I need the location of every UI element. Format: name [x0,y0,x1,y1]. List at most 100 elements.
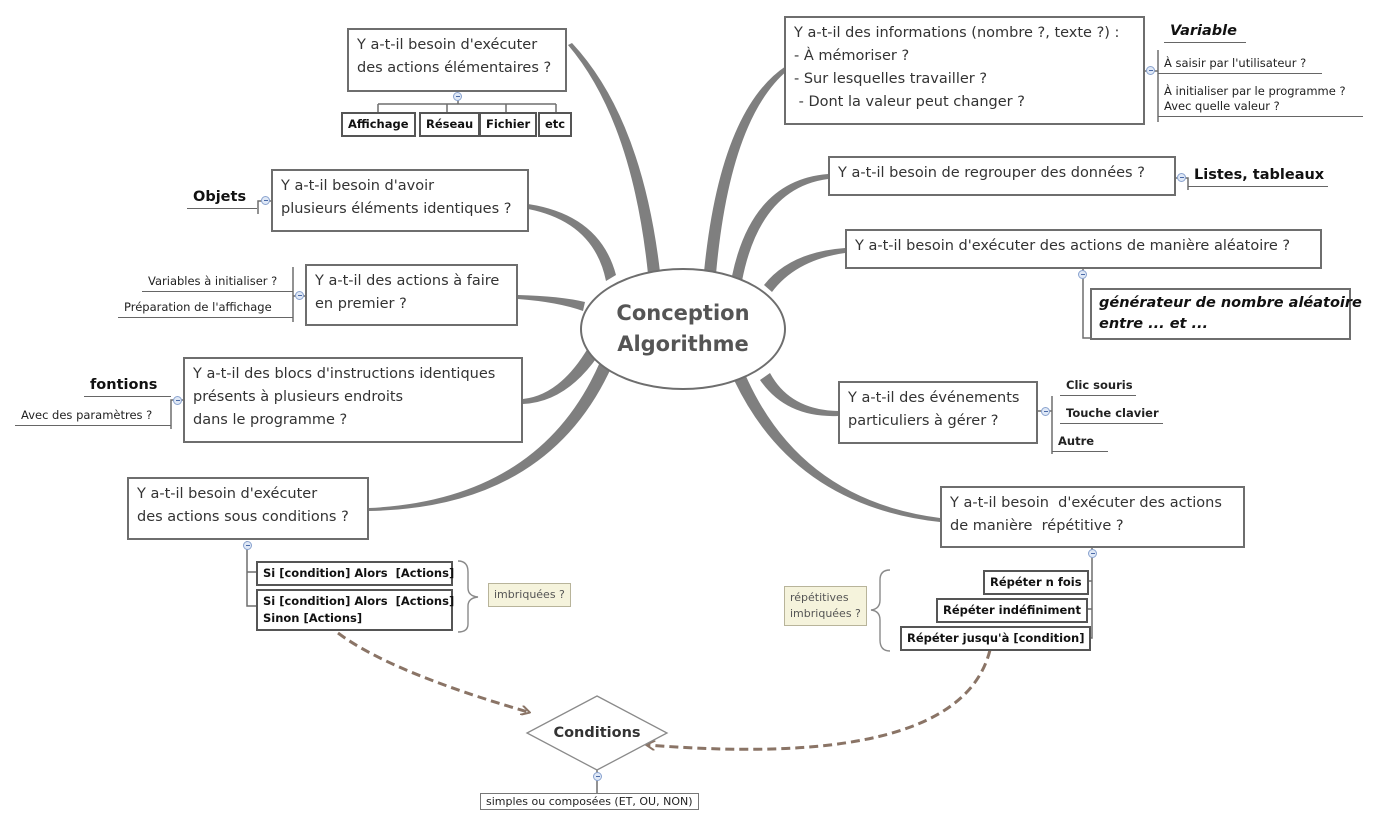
collapse-toggle[interactable] [453,92,462,101]
brace-imbriquees [457,560,479,633]
topic-line: particuliers à gérer ? [848,413,999,429]
subtopic-touche-clavier[interactable]: Touche clavier [1060,406,1163,424]
branch-executer-elementaire [568,43,660,274]
detail-parametres[interactable]: Avec des paramètres ? [15,408,171,426]
topic-line: - Sur lesquelles travailler ? [794,71,988,87]
collapse-toggle[interactable] [243,541,252,550]
conditions-diamond[interactable] [525,695,669,771]
detail-saisir[interactable]: À saisir par l'utilisateur ? [1158,56,1322,74]
detail-label: À initialiser par le programme ? [1164,84,1346,98]
topic-line: en premier ? [315,296,407,312]
conditions-detail[interactable]: simples ou composées (ET, OU, NON) [480,793,699,810]
subtopic-label: Sinon [Actions] [263,611,363,625]
subtopic-label: fontions [90,377,158,393]
collapse-toggle[interactable] [295,291,304,300]
brace-repetitives [870,569,891,652]
relationships [337,631,992,751]
note-label: imbriquées ? [494,588,565,601]
subtopic-repeter-n-fois[interactable]: Répéter n fois [983,570,1089,595]
detail-label: simples ou composées (ET, OU, NON) [486,795,693,808]
subtopic-affichage[interactable]: Affichage [341,112,416,137]
subtopic-label: Fichier [486,117,531,131]
topic-aleatoire[interactable]: Y a-t-il besoin d'exécuter des actions d… [845,229,1322,269]
topic-informations[interactable]: Y a-t-il des informations (nombre ?, tex… [784,16,1145,125]
subtopic-label: Objets [193,189,247,205]
topic-line: Y a-t-il des blocs d'instructions identi… [193,366,496,382]
detail-preparation-affichage[interactable]: Préparation de l'affichage [118,300,293,318]
subtopic-clic-souris[interactable]: Clic souris [1060,378,1136,396]
branch-blocs [523,348,598,404]
conditions-label-text: Conditions [553,725,641,741]
collapse-toggle[interactable] [173,396,182,405]
subtopic-autre[interactable]: Autre [1052,434,1108,452]
topic-line: Y a-t-il besoin d'exécuter [137,486,318,502]
topic-blocs[interactable]: Y a-t-il des blocs d'instructions identi… [183,357,523,443]
collapse-toggle[interactable] [1177,173,1186,182]
topic-line: de manière répétitive ? [950,518,1124,534]
collapse-toggle[interactable] [593,772,602,781]
subtopic-si-alors-sinon[interactable]: Si [condition] Alors [Actions] Sinon [Ac… [256,589,455,631]
topic-line: Y a-t-il des informations (nombre ?, tex… [794,25,1120,41]
subtopic-objets[interactable]: Objets [187,190,257,209]
collapse-toggle[interactable] [1146,66,1155,75]
branch-conditions [369,362,612,511]
subtopic-label: Affichage [348,117,409,131]
collapse-toggle[interactable] [261,196,270,205]
detail-label: Variables à initialiser ? [148,274,278,288]
branch-informations [704,66,788,274]
subtopic-repeter-indefiniment[interactable]: Répéter indéfiniment [936,598,1088,623]
detail-variables-initialiser[interactable]: Variables à initialiser ? [142,274,293,292]
subtopic-repeter-jusqua[interactable]: Répéter jusqu'à [condition] [900,626,1092,651]
topic-objets[interactable]: Y a-t-il besoin d'avoir plusieurs élémen… [271,169,529,232]
branch-regrouper [732,174,828,281]
topic-conditions[interactable]: Y a-t-il besoin d'exécuter des actions s… [127,477,369,540]
detail-label: Avec quelle valeur ? [1164,99,1280,113]
subtopic-label: Touche clavier [1066,406,1159,420]
topic-line: Y a-t-il besoin d'exécuter [357,37,538,53]
topic-line: - Dont la valeur peut changer ? [794,94,1025,110]
topic-line: plusieurs éléments identiques ? [281,201,512,217]
collapse-toggle[interactable] [1041,407,1050,416]
subtopic-label: Autre [1058,434,1095,448]
detail-initialiser[interactable]: À initialiser par le programme ? Avec qu… [1158,84,1363,117]
collapse-toggle[interactable] [1078,270,1087,279]
subtopic-label: Si [condition] Alors [Actions] [263,594,455,608]
subtopic-etc[interactable]: etc [538,112,573,137]
braces [457,560,891,652]
subtopic-label: Listes, tableaux [1194,167,1325,183]
branch-evenements [760,373,838,417]
central-topic[interactable]: Conception Algorithme [580,268,786,390]
subtopic-line: générateur de nombre aléatoire [1099,295,1362,311]
detail-label: À saisir par l'utilisateur ? [1164,56,1307,70]
topic-executer-elementaire[interactable]: Y a-t-il besoin d'exécuter des actions é… [347,28,567,92]
topic-line: dans le programme ? [193,412,348,428]
detail-label: Avec des paramètres ? [21,408,153,422]
subtopic-fichier[interactable]: Fichier [479,112,538,137]
relationship-repeter-to-conditions [648,649,992,751]
branch-premier [518,295,585,311]
collapse-toggle[interactable] [1088,549,1097,558]
note-repetitives-imbriquees[interactable]: répétitives imbriquées ? [784,586,867,626]
topic-evenements[interactable]: Y a-t-il des événements particuliers à g… [838,381,1038,444]
subtopic-si-alors[interactable]: Si [condition] Alors [Actions] [256,561,454,586]
branch-objets [528,204,616,281]
subtopic-variable[interactable]: Variable [1164,24,1246,43]
note-label: répétitives [790,591,849,604]
note-imbriquees[interactable]: imbriquées ? [488,583,571,607]
subtopic-generateur[interactable]: générateur de nombre aléatoire entre ...… [1090,288,1362,340]
subtopic-listes-tableaux[interactable]: Listes, tableaux [1188,168,1328,187]
topic-repetitive[interactable]: Y a-t-il besoin d'exécuter des actions d… [940,486,1245,548]
subtopic-line: entre ... et ... [1099,316,1209,332]
conditions-node-label: Conditions [527,696,667,770]
subtopic-reseau[interactable]: Réseau [419,112,481,137]
subtopic-fontions[interactable]: fontions [84,378,171,397]
topic-line: Y a-t-il des actions à faire [315,273,500,289]
topic-line: Y a-t-il besoin d'avoir [281,178,435,194]
branch-aleatoire [764,248,845,292]
topic-premier[interactable]: Y a-t-il des actions à faire en premier … [305,264,518,326]
subtopic-label: Répéter jusqu'à [condition] [907,631,1085,645]
topic-regrouper[interactable]: Y a-t-il besoin de regrouper des données… [828,156,1176,196]
topic-line: des actions sous conditions ? [137,509,349,525]
topic-line: Y a-t-il besoin d'exécuter des actions d… [855,238,1291,254]
subtopic-label: Réseau [426,117,474,131]
